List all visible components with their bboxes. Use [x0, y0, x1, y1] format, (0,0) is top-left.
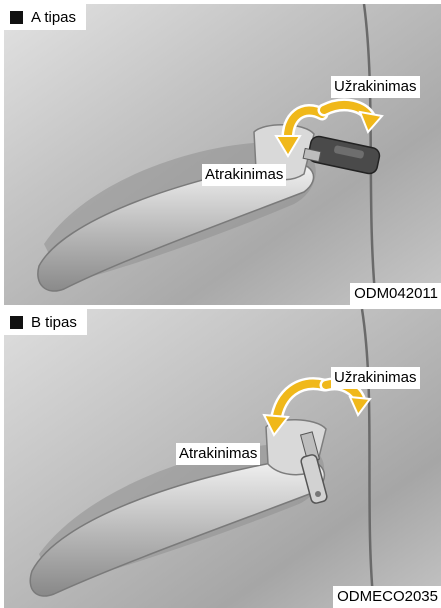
- figure-a-type-label: A tipas: [4, 4, 86, 30]
- figure-a-lock-label: Užrakinimas: [331, 76, 420, 98]
- figure-b-code: ODMECO2035: [333, 586, 441, 608]
- figure-b-panel: B tipas Užrakinimas Atrakinimas ODMECO20…: [4, 309, 441, 608]
- figure-a-type-text: A tipas: [31, 9, 76, 26]
- black-square-icon: [10, 11, 23, 24]
- figure-b-type-label: B tipas: [4, 309, 87, 335]
- figure-b-type-text: B tipas: [31, 314, 77, 331]
- figure-a-illustration: [4, 4, 441, 305]
- figure-a-panel: A tipas Užrakinimas Atrakinimas ODM04201…: [4, 4, 441, 305]
- figure-b-lock-label: Užrakinimas: [331, 367, 420, 389]
- figure-a-code: ODM042011: [350, 283, 441, 305]
- figure-b-unlock-label: Atrakinimas: [176, 443, 260, 465]
- black-square-icon: [10, 316, 23, 329]
- figure-a-unlock-label: Atrakinimas: [202, 164, 286, 186]
